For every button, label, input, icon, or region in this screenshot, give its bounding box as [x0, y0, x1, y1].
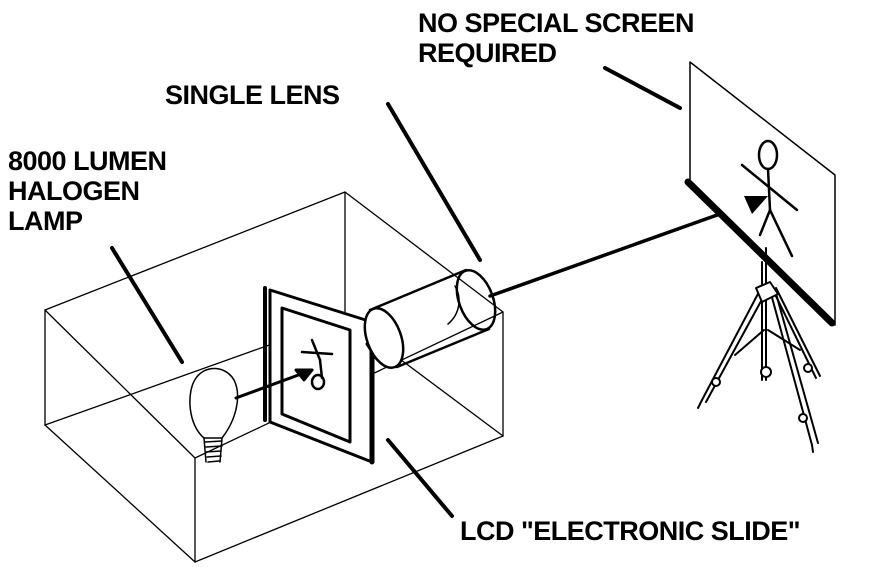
- lcd-panel: [263, 286, 375, 465]
- screen-pointer: [603, 66, 682, 110]
- lamp-label-line1: 8000 LUMEN: [8, 146, 167, 176]
- screen-label-line1: NO SPECIAL SCREEN: [418, 8, 695, 38]
- box-edge: [44, 424, 196, 563]
- lamp-pointer: [110, 246, 184, 364]
- lcd-pointer: [386, 438, 454, 518]
- slide-figure-icon: [300, 338, 334, 391]
- screen-surface: [689, 61, 836, 326]
- screen-figure-icon: [740, 139, 799, 258]
- lens-pointer: [386, 102, 482, 262]
- box-edge: [194, 435, 504, 563]
- screen-label-line2: REQUIRED: [418, 38, 557, 68]
- halogen-lamp-icon: [189, 367, 239, 463]
- screen-bar: [684, 178, 836, 327]
- screen-label: NO SPECIAL SCREEN REQUIRED: [418, 8, 695, 68]
- single-lens-icon: [363, 268, 497, 369]
- lcd-label: LCD "ELECTRONIC SLIDE": [460, 516, 801, 546]
- lens-label: SINGLE LENS: [165, 80, 340, 110]
- projector-housing-box: [44, 191, 504, 563]
- projection-screen: [684, 61, 836, 327]
- lamp-label-line2: HALOGEN: [8, 176, 140, 206]
- label-pointers: [110, 66, 682, 518]
- tripod-stand: [697, 261, 821, 453]
- lamp-label: 8000 LUMEN HALOGEN LAMP: [8, 146, 167, 236]
- lcd-inner-frame: [280, 306, 352, 444]
- lamp-label-line3: LAMP: [8, 206, 83, 236]
